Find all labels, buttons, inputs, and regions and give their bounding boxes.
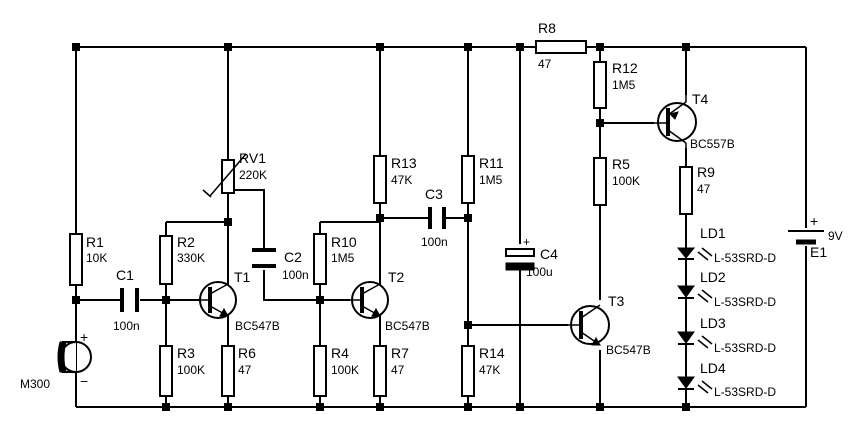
r11-value: 1M5 [479, 173, 503, 187]
t4-ref: T4 [692, 91, 709, 107]
mic-minus: − [80, 373, 88, 389]
r5-value: 100K [612, 174, 640, 188]
resistor-r6: R6 47 [221, 345, 256, 397]
c3-ref: C3 [425, 186, 443, 202]
junctions [72, 43, 690, 411]
transistor-t2: T2 BC547B [350, 269, 430, 333]
r13-ref: R13 [391, 155, 417, 171]
led-ld3: LD3 L-53SRD-D [677, 315, 776, 377]
r6-ref: R6 [238, 345, 256, 361]
resistor-r12: R12 1M5 [593, 60, 638, 109]
r8-ref: R8 [538, 20, 556, 36]
resistor-r9: R9 47 [679, 164, 715, 215]
mic-ref: M300 [20, 377, 50, 391]
r7-ref: R7 [391, 345, 409, 361]
microphone-m300: + − M300 [20, 300, 92, 407]
ld2-value: L-53SRD-D [714, 295, 776, 309]
ld3-ref: LD3 [700, 315, 726, 331]
ld3-value: L-53SRD-D [714, 341, 776, 355]
resistor-r4: R4 100K [313, 345, 359, 397]
c3-value: 100n [421, 235, 448, 249]
r9-ref: R9 [697, 164, 715, 180]
c1-value: 100n [113, 319, 140, 333]
r10-ref: R10 [331, 234, 357, 250]
r8-value: 47 [538, 57, 552, 71]
r1-value: 10K [86, 251, 107, 265]
r13-value: 47K [391, 173, 412, 187]
resistor-r11: R11 1M5 [461, 155, 504, 204]
ld2-ref: LD2 [700, 269, 726, 285]
resistor-r14: R14 47K [461, 345, 505, 397]
battery-plus: + [810, 213, 818, 229]
resistor-r13: R13 47K [373, 155, 417, 204]
r2-value: 330K [177, 251, 205, 265]
r10-value: 1M5 [331, 251, 355, 265]
resistor-r5: R5 100K [593, 156, 640, 206]
battery-ref: E1 [810, 244, 827, 260]
r6-value: 47 [238, 363, 252, 377]
battery-e1: + 9V E1 [788, 213, 843, 260]
resistor-r8: R8 47 [535, 20, 587, 71]
c4-ref: C4 [540, 246, 558, 262]
t3-ref: T3 [608, 293, 625, 309]
transistor-t4: T4 BC557B [654, 91, 735, 151]
led-ld4: LD4 L-53SRD-D [677, 360, 776, 402]
ld4-ref: LD4 [700, 360, 726, 376]
resistor-r10: R10 1M5 [313, 233, 357, 285]
r9-value: 47 [697, 182, 711, 196]
capacitor-c3: C3 100n [421, 186, 448, 249]
potentiometer-rv1: RV1 220K [202, 150, 267, 198]
t2-value: BC547B [385, 319, 430, 333]
c4-value: 100u [526, 265, 553, 279]
c4-plus: + [523, 235, 530, 249]
led-ld2: LD2 L-53SRD-D [677, 269, 776, 332]
battery-value: 9V [828, 229, 843, 243]
c2-value: 100n [282, 268, 309, 282]
r1-ref: R1 [86, 234, 104, 250]
r5-ref: R5 [612, 156, 630, 172]
r3-value: 100K [177, 363, 205, 377]
t2-ref: T2 [388, 269, 405, 285]
transistor-t3: T3 BC547B [568, 293, 651, 357]
resistor-r3: R3 100K [159, 345, 205, 397]
ld1-value: L-53SRD-D [714, 251, 776, 265]
mic-plus: + [80, 329, 88, 345]
capacitor-c2: C2 100n [252, 248, 309, 282]
t1-value: BC547B [235, 319, 280, 333]
t4-value: BC557B [690, 137, 735, 151]
ld1-ref: LD1 [700, 225, 726, 241]
r14-ref: R14 [479, 345, 505, 361]
resistor-r1: R1 10K [69, 233, 107, 286]
resistor-r7: R7 47 [373, 345, 409, 397]
r11-ref: R11 [479, 155, 504, 171]
r7-value: 47 [391, 363, 405, 377]
r14-value: 47K [479, 363, 500, 377]
rv1-ref: RV1 [239, 150, 266, 166]
ld4-value: L-53SRD-D [714, 385, 776, 399]
c1-ref: C1 [116, 267, 134, 283]
r12-value: 1M5 [612, 78, 636, 92]
r4-value: 100K [331, 363, 359, 377]
r12-ref: R12 [612, 60, 638, 76]
r3-ref: R3 [177, 345, 195, 361]
r2-ref: R2 [177, 234, 195, 250]
led-ld1: LD1 L-53SRD-D [676, 225, 776, 286]
rv1-value: 220K [239, 168, 267, 182]
t1-ref: T1 [234, 269, 251, 285]
c2-ref: C2 [284, 249, 302, 265]
capacitor-c1: C1 100n [113, 267, 140, 333]
t3-value: BC547B [606, 343, 651, 357]
capacitor-c4: + C4 100u [505, 235, 558, 279]
r4-ref: R4 [331, 345, 349, 361]
resistor-r2: R2 330K [159, 234, 205, 285]
transistor-t1: T1 BC547B [199, 269, 280, 333]
